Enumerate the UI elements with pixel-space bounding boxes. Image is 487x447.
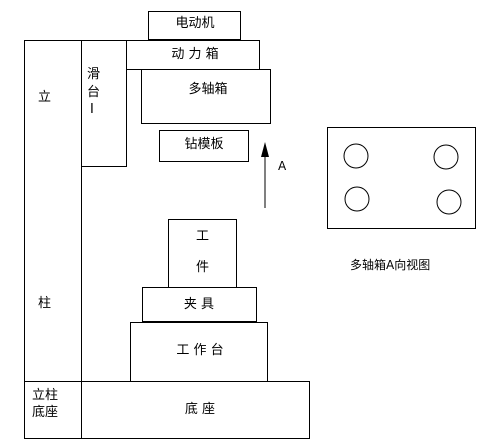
workpiece-label-1: 工 bbox=[196, 229, 210, 244]
spindle-hole-top-right bbox=[433, 144, 459, 170]
column-base bbox=[24, 381, 82, 439]
fixture-label: 夹 具 bbox=[183, 297, 215, 312]
column-base-label-1: 立柱 bbox=[32, 388, 59, 403]
slide-label-2: 台 bbox=[87, 85, 101, 100]
spindle-hole-bottom-right bbox=[436, 189, 462, 215]
fixture bbox=[142, 287, 257, 322]
column-label-bottom: 柱 bbox=[38, 296, 52, 311]
slide-label-3: I bbox=[90, 102, 94, 117]
worktable bbox=[130, 322, 268, 382]
workpiece bbox=[168, 219, 237, 288]
workpiece-label-2: 件 bbox=[196, 260, 210, 275]
motor bbox=[148, 11, 241, 40]
arrow-label: A bbox=[278, 159, 287, 173]
base bbox=[81, 381, 310, 439]
slide-table bbox=[81, 40, 127, 167]
view-caption: 多轴箱A向视图 bbox=[350, 258, 431, 272]
view-arrow-head bbox=[261, 142, 269, 157]
column-base-label-2: 底座 bbox=[32, 405, 59, 420]
column-label-top: 立 bbox=[38, 90, 52, 105]
worktable-label: 工 作 台 bbox=[176, 343, 224, 358]
spindle-box bbox=[141, 69, 271, 124]
spindle-box-label: 多轴箱 bbox=[188, 82, 228, 97]
slide-label-1: 滑 bbox=[87, 67, 101, 82]
spindle-hole-top-left bbox=[343, 143, 369, 169]
power-box-label: 动 力 箱 bbox=[171, 47, 219, 62]
column bbox=[24, 40, 82, 382]
drill-template-label: 钻模板 bbox=[184, 137, 224, 152]
spindle-hole-bottom-left bbox=[344, 186, 370, 212]
motor-label: 电动机 bbox=[175, 16, 215, 31]
drill-template bbox=[159, 130, 249, 162]
base-label: 底 座 bbox=[184, 402, 216, 417]
